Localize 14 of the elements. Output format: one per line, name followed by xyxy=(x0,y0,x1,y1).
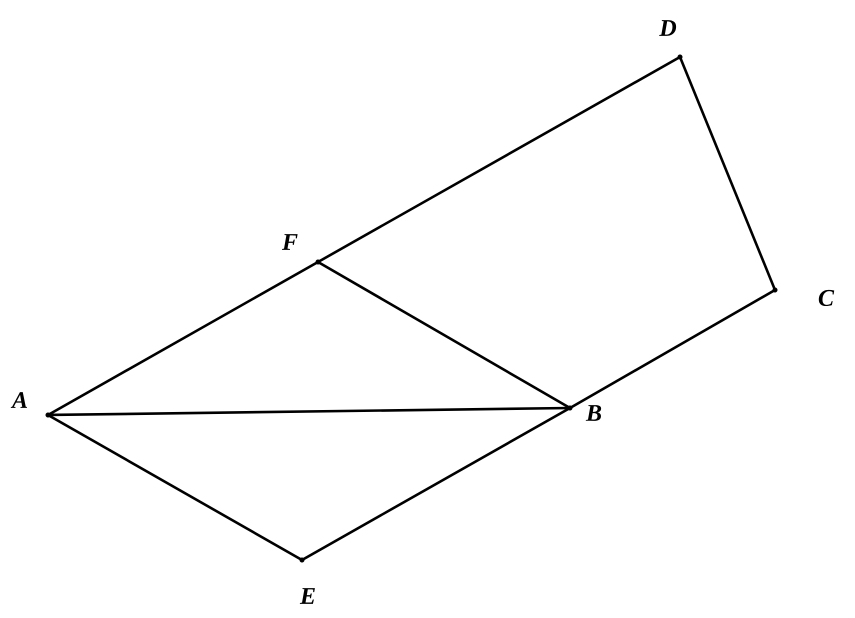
line-segment xyxy=(47,414,303,562)
line-segment xyxy=(317,56,681,264)
line-segment xyxy=(301,406,571,562)
point-label: B xyxy=(586,405,602,421)
line-segment xyxy=(47,260,319,416)
point-label: E xyxy=(300,588,315,604)
line-segment xyxy=(317,260,571,410)
line-segment xyxy=(569,288,776,410)
point-label: A xyxy=(10,392,28,408)
line-segment xyxy=(48,406,570,416)
point-label: F xyxy=(282,234,298,250)
point-label: D xyxy=(659,20,676,36)
point-label: C xyxy=(818,290,834,306)
line-segment xyxy=(678,56,776,290)
